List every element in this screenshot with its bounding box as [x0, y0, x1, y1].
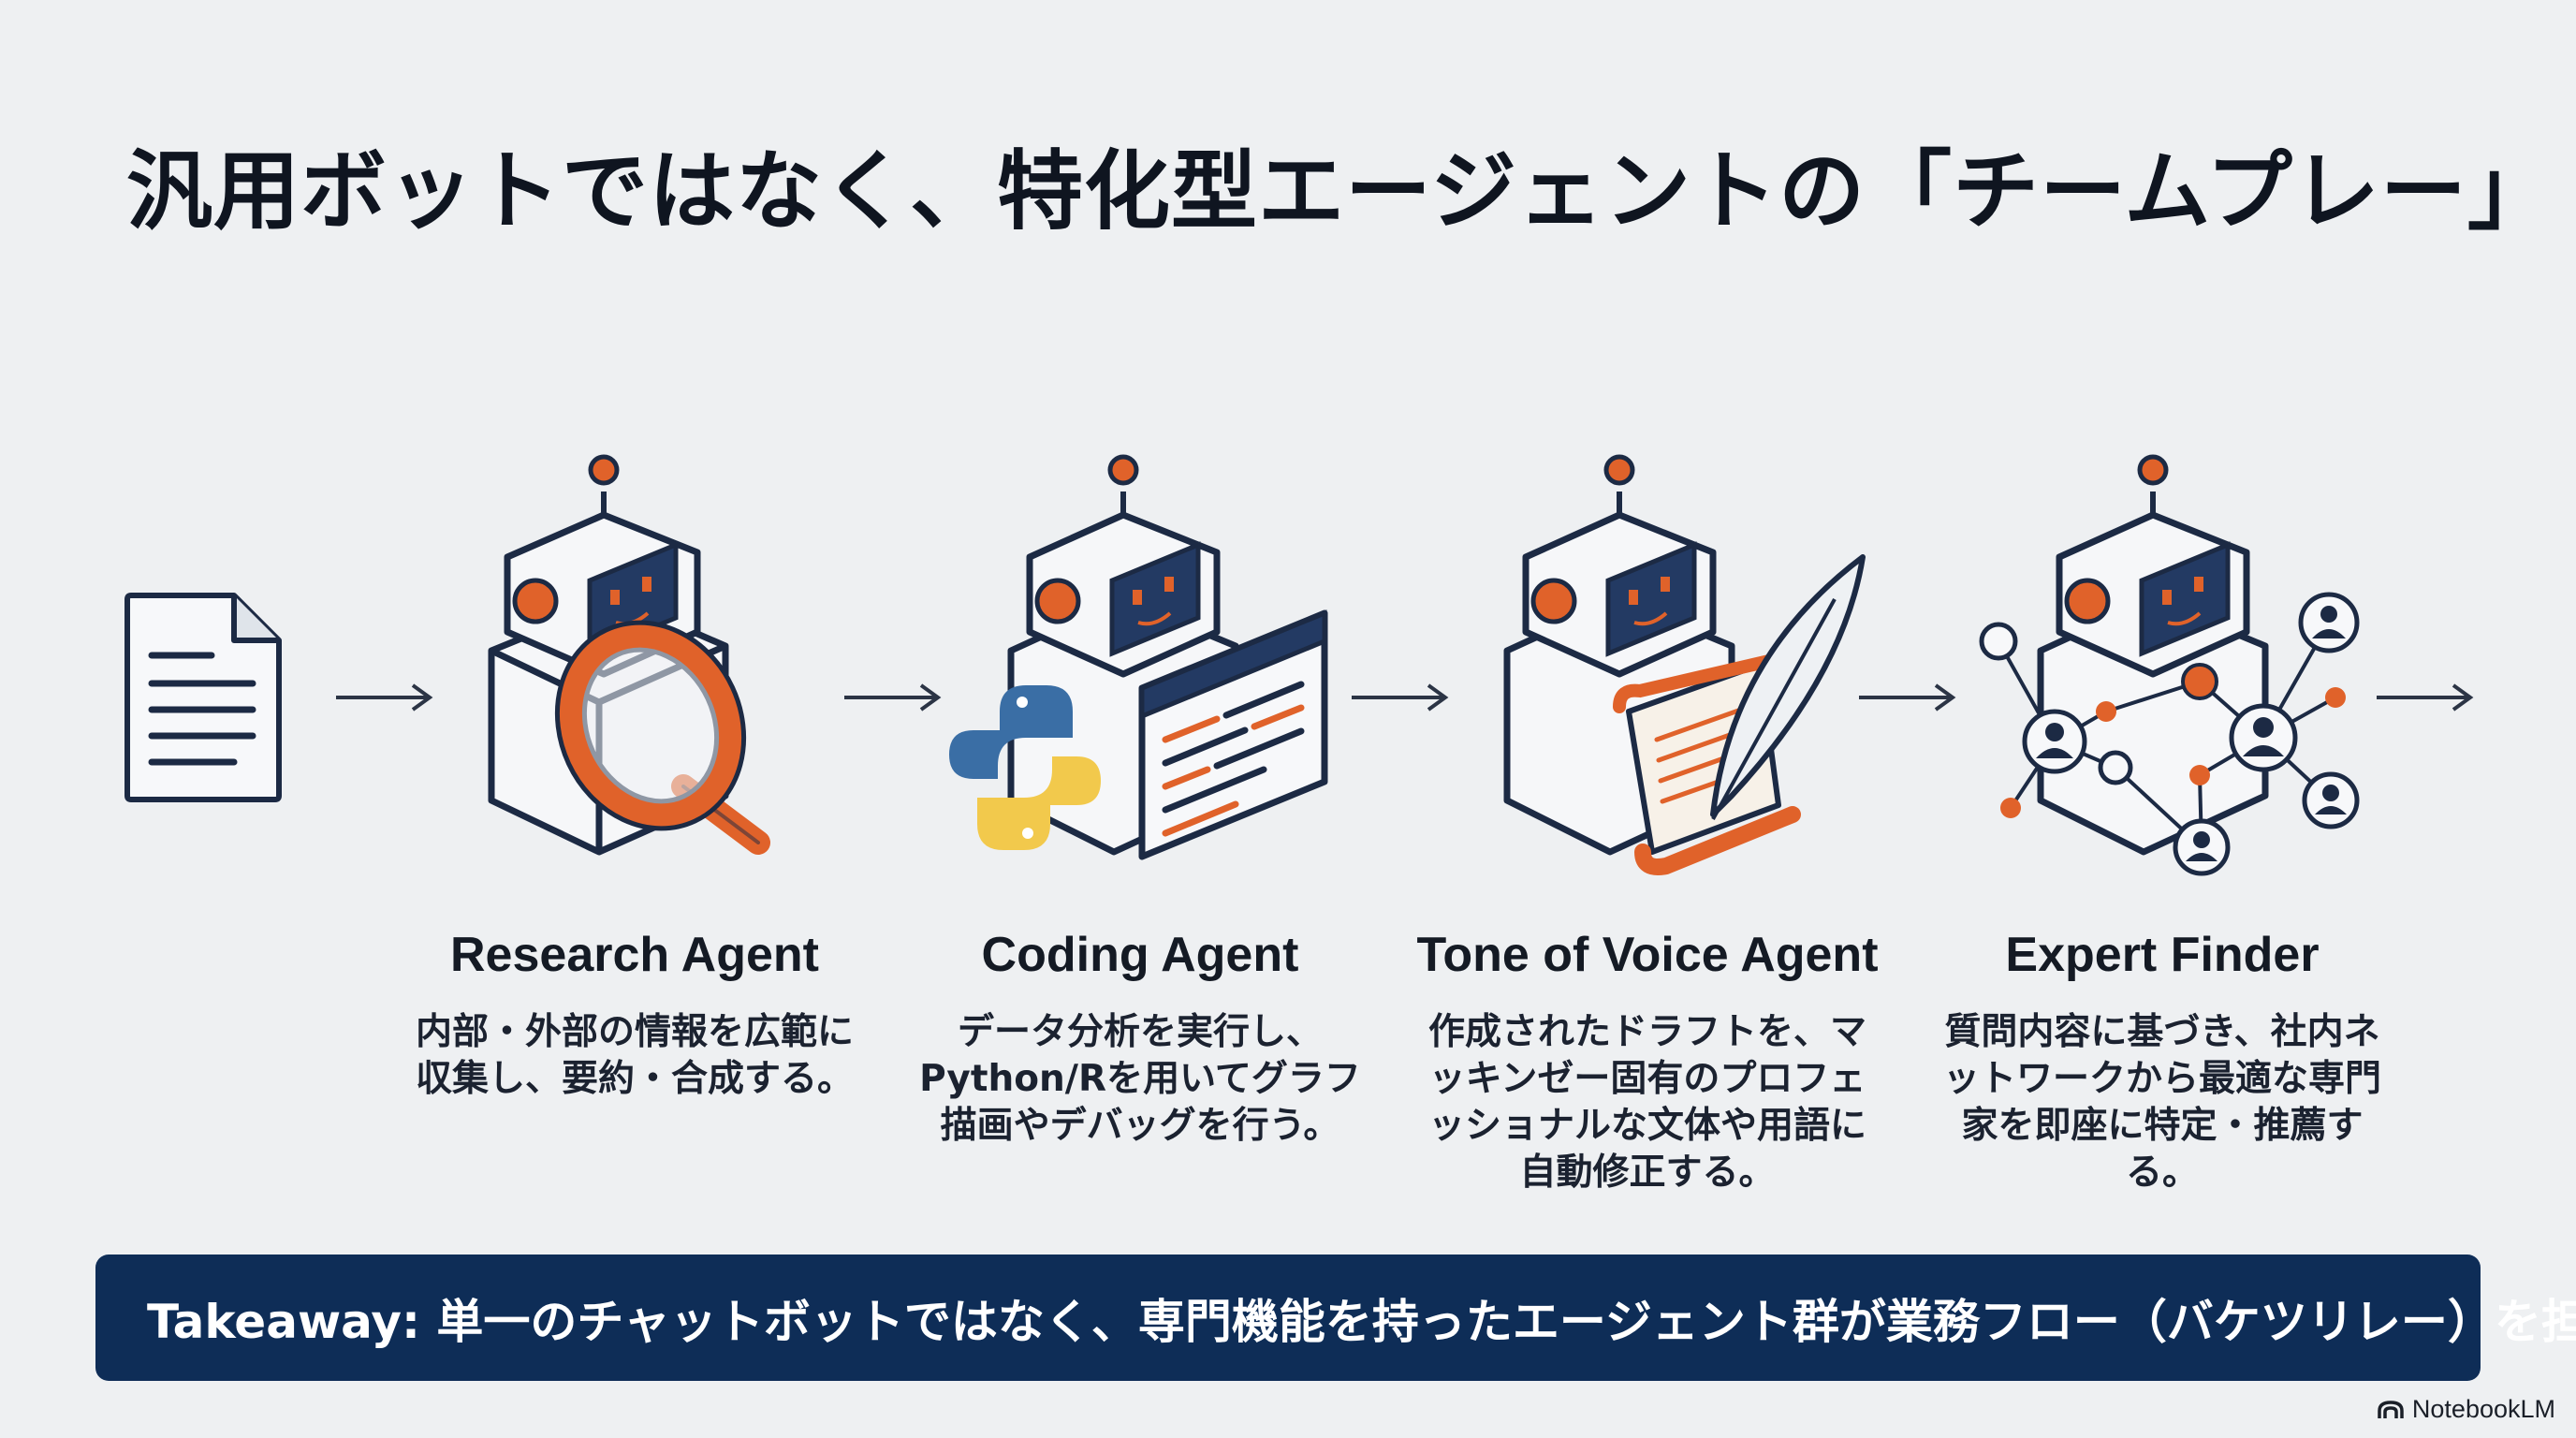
code-window-icon [1138, 609, 1328, 860]
arrow-icon [2377, 683, 2474, 712]
takeaway-text: Takeaway: 単一のチャットボットではなく、専門機能を持ったエージェント群… [147, 1294, 2576, 1349]
page-title: 汎用ボットではなく、特化型エージェントの「チームプレー」 [126, 141, 2554, 242]
agent-desc-research: 内部・外部の情報を広範に 収集し、要約・合成する。 [415, 1011, 854, 1100]
notebooklm-brand: NotebookLM [2377, 1395, 2555, 1424]
agent-name-research: Research Agent [450, 928, 819, 982]
coding-agent-illustration [949, 454, 1328, 860]
python-logo-icon [949, 685, 1101, 850]
brand-label: NotebookLM [2411, 1395, 2555, 1423]
arrow-icon [844, 683, 942, 712]
arrow-icon [1352, 683, 1449, 712]
quill-scroll-icon [1613, 554, 1866, 875]
tone-of-voice-agent-illustration [1503, 454, 1866, 875]
takeaway-banner: Takeaway: 単一のチャットボットではなく、専門機能を持ったエージェント群… [95, 1255, 2576, 1381]
robot-icon [2037, 454, 2269, 856]
arrow-icon [336, 683, 433, 712]
agent-desc-expert-finder: 質問内容に基づき、社内ネ ットワークから最適な専門 家を即座に特定・推薦する。 [1942, 1011, 2381, 1194]
document-icon [124, 593, 282, 802]
agent-desc-tone-of-voice: 作成されたドラフトを、マ ッキンゼー固有のプロフェ ッショナルな文体や用語に 自… [1427, 1011, 1866, 1194]
research-agent-illustration [488, 454, 770, 856]
magnifying-glass-icon [554, 620, 770, 855]
agent-desc-coding: データ分析を実行し、 Python/Rを用いてグラフ 描画やデバッグを行う。 [919, 1011, 1361, 1147]
expert-finder-illustration [1979, 454, 2360, 876]
agent-name-tone-of-voice: Tone of Voice Agent [1416, 928, 1879, 982]
agent-name-coding: Coding Agent [981, 928, 1299, 982]
agent-name-expert-finder: Expert Finder [2005, 928, 2320, 982]
arrow-icon [1859, 683, 1956, 712]
people-network-icon [1979, 592, 2360, 876]
notebooklm-logo-icon [2378, 1400, 2404, 1418]
